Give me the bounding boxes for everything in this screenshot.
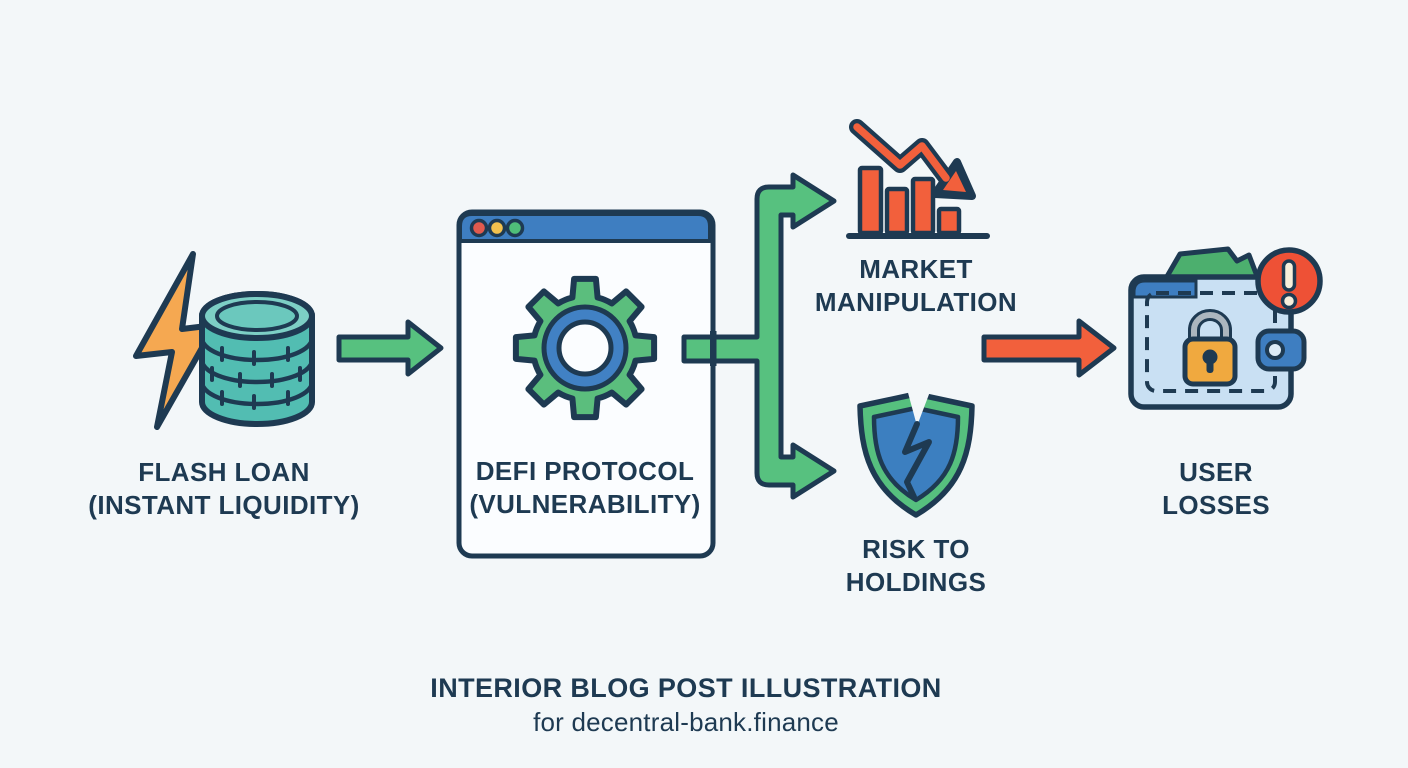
lightning-bolt-icon <box>133 251 218 430</box>
red-arrow-icon <box>981 318 1117 378</box>
window-dot-green-icon <box>505 218 525 238</box>
risk-to-holdings-label: RISK TO HOLDINGS <box>846 533 986 599</box>
footer-caption-line1: INTERIOR BLOG POST ILLUSTRATION <box>430 673 942 703</box>
broken-shield-icon <box>857 389 975 518</box>
user-losses-label-line2: LOSSES <box>1162 490 1270 520</box>
browser-titlebar <box>458 212 712 243</box>
defi-protocol-label-line1: DEFI PROTOCOL <box>475 456 695 486</box>
flash-loan-label: FLASH LOAN (INSTANT LIQUIDITY) <box>88 456 359 522</box>
flash-loan-label-line2: (INSTANT LIQUIDITY) <box>88 490 360 520</box>
user-losses-label-line1: USER <box>1179 457 1253 487</box>
market-manipulation-label-line1: MARKET <box>859 254 973 284</box>
defi-protocol-label-line2: (VULNERABILITY) <box>469 489 701 519</box>
user-losses-label: USER LOSSES <box>1162 456 1270 522</box>
declining-bar-chart-icon <box>846 119 990 239</box>
shield-crack-line <box>902 421 932 500</box>
defi-protocol-label: DEFI PROTOCOL (VULNERABILITY) <box>469 455 700 521</box>
risk-to-holdings-label-line2: HOLDINGS <box>845 567 987 597</box>
gear-icon <box>512 275 658 421</box>
branch-arrow-connector <box>681 172 837 500</box>
risk-to-holdings-label-line1: RISK TO <box>862 534 970 564</box>
downtrend-arrow-icon <box>849 119 976 200</box>
alert-badge-icon <box>1255 247 1323 315</box>
market-manipulation-label-line2: MANIPULATION <box>814 287 1018 317</box>
wallet-icon <box>1128 246 1323 410</box>
market-manipulation-label: MARKET MANIPULATION <box>815 253 1017 319</box>
padlock-icon <box>1182 309 1238 387</box>
coin-stack-icon <box>199 291 315 427</box>
footer-caption-line2: for decentral-bank.finance <box>533 707 839 737</box>
window-dot-red-icon <box>469 218 489 238</box>
green-arrow-icon <box>336 319 444 377</box>
shield-crack-notch <box>907 389 931 426</box>
window-dot-yellow-icon <box>487 218 507 238</box>
flash-loan-label-line1: FLASH LOAN <box>138 457 310 487</box>
